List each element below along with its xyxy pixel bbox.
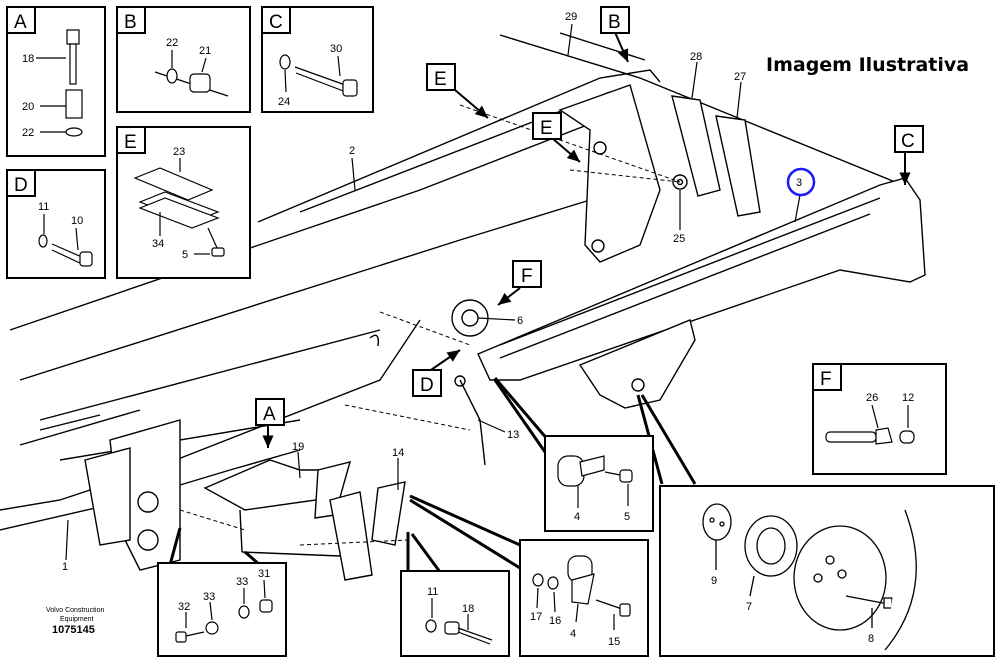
view-marker-b: B [600,6,630,34]
inset-parts-11-18: 11 18 [400,570,510,657]
highlight-circle-part-3 [786,167,816,197]
svg-text:E: E [124,132,137,153]
inset-parts-32-33-31: 32 33 33 31 [157,562,287,657]
detail-box-e: E 23 34 5 [116,126,251,279]
svg-text:F: F [521,266,533,287]
svg-text:20: 20 [22,101,34,113]
view-marker-e-mid: E [532,112,562,140]
svg-text:1075145: 1075145 [52,624,95,636]
svg-text:4: 4 [570,628,576,640]
view-marker-c: C [894,125,924,153]
svg-text:24: 24 [278,96,290,108]
label-28: 28 [690,51,702,63]
svg-text:8: 8 [868,633,874,645]
label-2: 2 [349,145,355,157]
svg-text:7: 7 [746,601,752,613]
main-leaders [65,23,801,561]
svg-text:5: 5 [624,511,630,523]
svg-text:23: 23 [173,146,185,158]
svg-text:22: 22 [22,127,34,139]
inset-parts-17-16-4-15: 17 16 4 15 [519,539,649,657]
svg-text:15: 15 [608,636,620,648]
svg-text:B: B [608,12,621,33]
label-25: 25 [673,233,685,245]
svg-text:F: F [820,369,832,390]
svg-text:26: 26 [866,392,878,404]
svg-text:9: 9 [711,575,717,587]
label-1: 1 [62,561,68,573]
label-6: 6 [517,315,523,327]
svg-text:D: D [420,375,434,396]
svg-text:17: 17 [530,611,542,623]
svg-text:18: 18 [462,603,474,615]
label-14: 14 [392,447,404,459]
svg-text:4: 4 [574,511,580,523]
svg-text:30: 30 [330,43,342,55]
view-marker-f: F [512,260,542,288]
svg-text:5: 5 [182,249,188,261]
svg-text:C: C [901,131,915,152]
detail-box-d: D 11 10 [6,169,106,279]
svg-text:E: E [434,69,447,90]
svg-text:10: 10 [71,215,83,227]
label-3: 3 [796,177,802,189]
inset-parts-4-5: 4 5 [544,435,654,532]
svg-text:33: 33 [236,576,248,588]
svg-text:E: E [540,118,553,139]
main-labels: 29 28 27 2 3 25 6 13 1 19 14 [62,11,802,573]
page-title: Imagem Ilustrativa [766,54,969,76]
svg-text:D: D [14,175,28,196]
detail-box-c: C 30 24 [261,6,374,113]
main-frame-drawing [0,32,926,581]
label-27: 27 [734,71,746,83]
detail-box-f: F 26 12 [812,363,947,475]
label-29: 29 [565,11,577,23]
view-marker-d: D [412,369,442,397]
inset-parts-9-7-8: 9 7 8 [659,485,995,657]
svg-text:32: 32 [178,601,190,613]
svg-text:33: 33 [203,591,215,603]
label-13: 13 [507,429,519,441]
svg-text:A: A [14,12,27,33]
svg-text:A: A [263,404,276,425]
detail-box-b: B 22 21 [116,6,251,113]
svg-text:21: 21 [199,45,211,57]
svg-text:C: C [269,12,283,33]
caption-block: Volvo Construction Equipment 1075145 [46,607,104,636]
svg-text:B: B [124,12,137,33]
svg-text:34: 34 [152,238,164,250]
svg-text:18: 18 [22,53,34,65]
svg-text:11: 11 [427,586,438,598]
view-marker-e-top: E [426,63,456,91]
svg-text:31: 31 [258,568,270,580]
svg-text:22: 22 [166,37,178,49]
view-arrows [262,29,911,448]
svg-text:Equipment: Equipment [60,616,94,623]
view-marker-a: A [255,398,285,426]
svg-text:12: 12 [902,392,914,404]
detail-box-a: A 18 20 22 [6,6,106,157]
svg-text:11: 11 [38,201,49,213]
label-19: 19 [292,441,304,453]
svg-text:16: 16 [549,615,561,627]
svg-text:Volvo Construction: Volvo Construction [46,607,104,614]
